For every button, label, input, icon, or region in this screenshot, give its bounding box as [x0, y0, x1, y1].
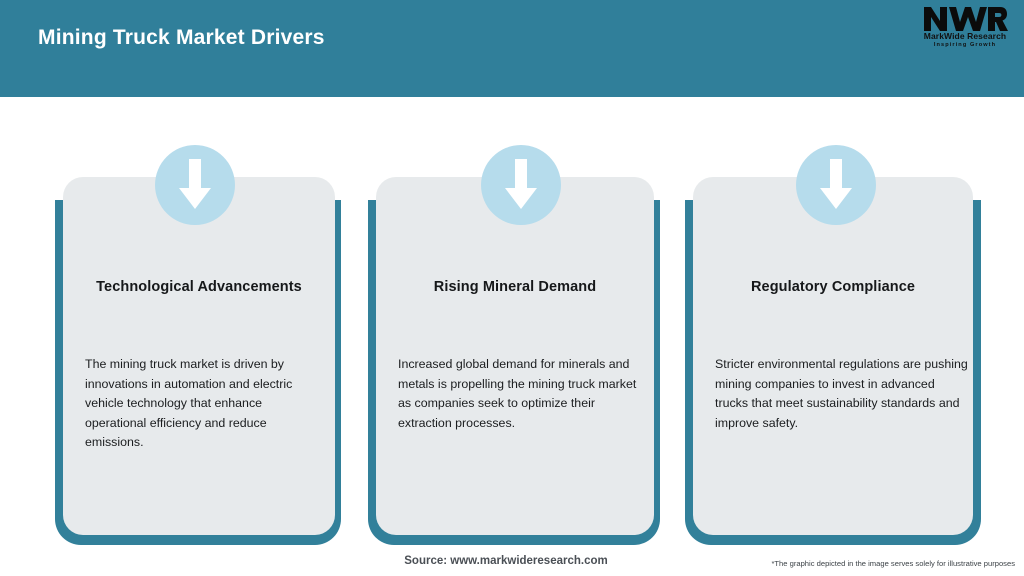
card-surface: Regulatory Compliance Stricter environme…	[693, 177, 973, 535]
card-surface: Rising Mineral Demand Increased global d…	[376, 177, 654, 535]
card-body-text: Stricter environmental regulations are p…	[715, 357, 968, 430]
disclaimer-note: *The graphic depicted in the image serve…	[771, 559, 1015, 568]
card-title: Regulatory Compliance	[750, 279, 916, 295]
card-title: Technological Advancements	[96, 279, 302, 295]
down-arrow-glyph	[820, 159, 852, 209]
down-arrow-icon	[481, 145, 561, 225]
page-title: Mining Truck Market Drivers	[38, 26, 325, 49]
logo-tagline: Inspiring Growth	[933, 42, 997, 48]
down-arrow-glyph	[505, 159, 537, 209]
card-body-text: The mining truck market is driven by inn…	[85, 357, 293, 449]
down-arrow-icon	[155, 145, 235, 225]
markwide-research-logo: MarkWide Research Inspiring Growth	[915, 6, 1015, 58]
source-label: Source: www.markwideresearch.com	[404, 555, 608, 567]
logo-company-name: MarkWide Research	[923, 31, 1007, 41]
mwr-monogram-icon	[924, 7, 1008, 31]
card-title: Rising Mineral Demand	[433, 279, 597, 295]
down-arrow-icon	[796, 145, 876, 225]
header-bar: Mining Truck Market Drivers MarkWide Res…	[0, 0, 1024, 97]
down-arrow-glyph	[179, 159, 211, 209]
card-body-text: Increased global demand for minerals and…	[398, 357, 637, 430]
card-surface: Technological Advancements The mining tr…	[63, 177, 335, 535]
